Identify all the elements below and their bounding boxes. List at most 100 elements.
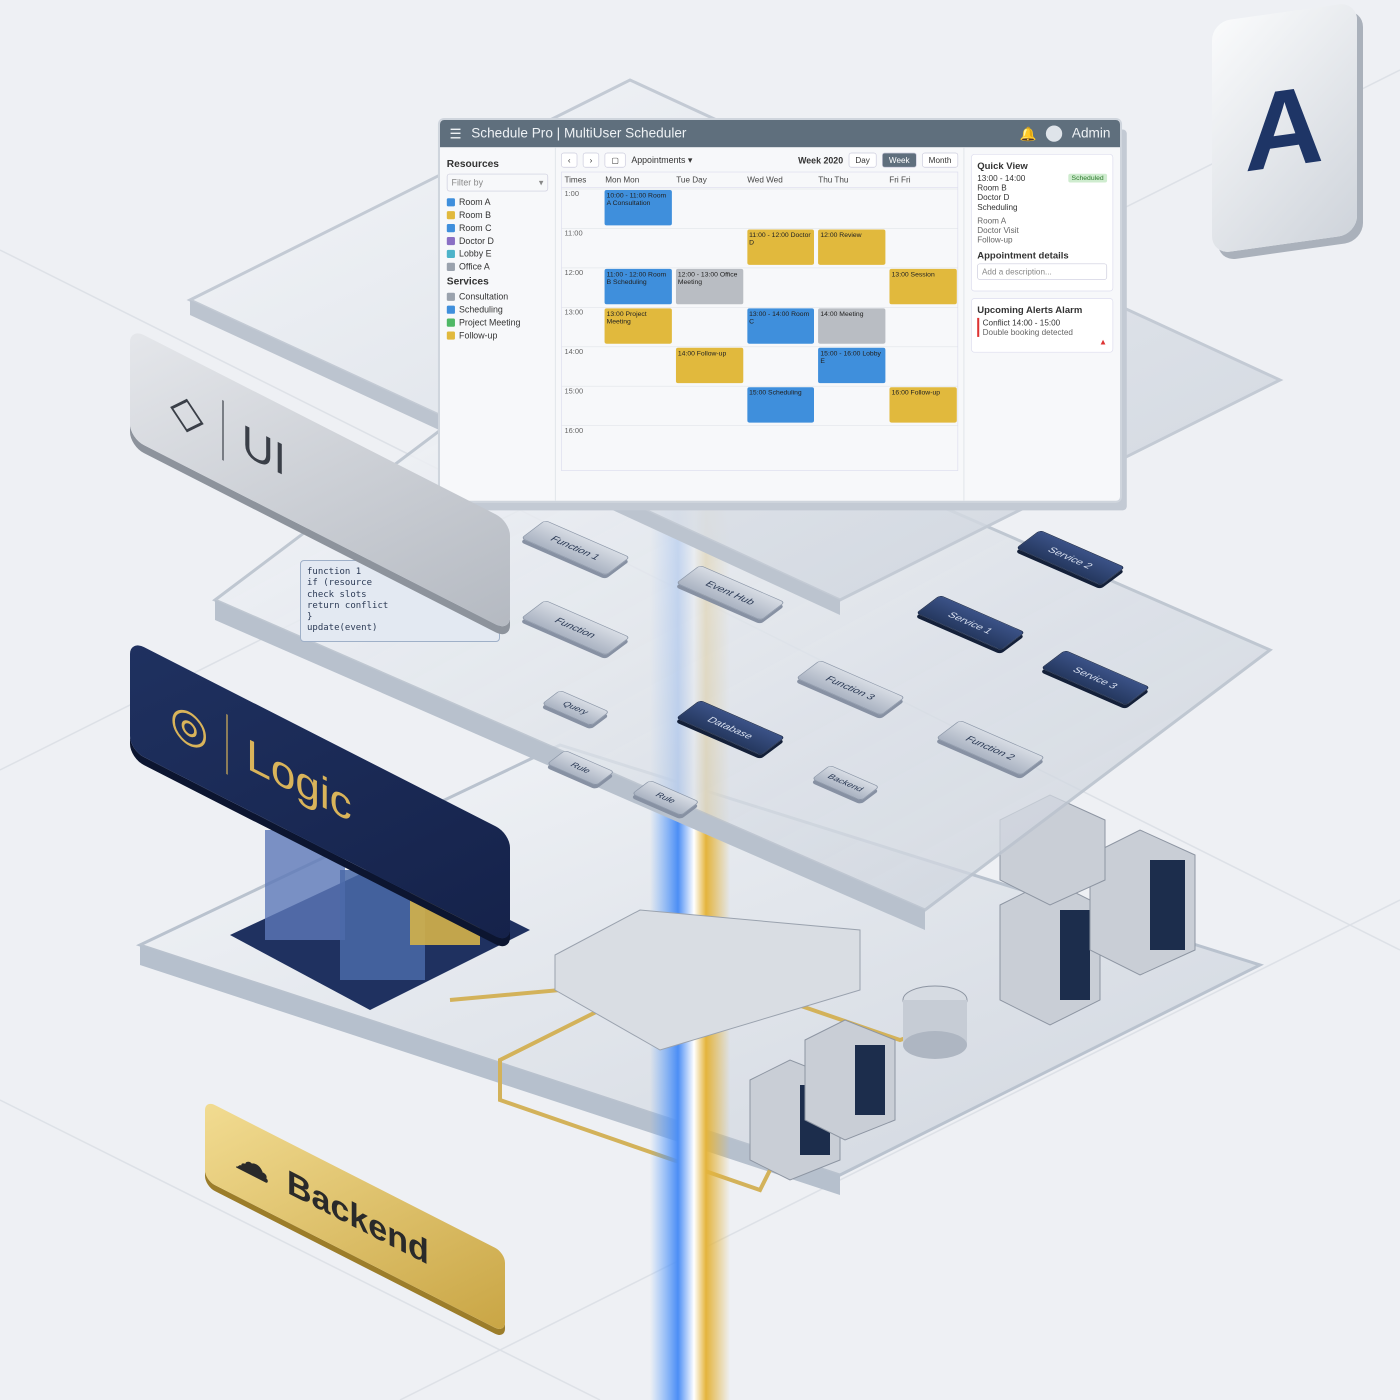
- code-line: check slots: [307, 589, 367, 600]
- avatar[interactable]: [1046, 125, 1063, 142]
- column-header: Thu Thu: [818, 175, 849, 185]
- calendar-event[interactable]: 13:00 Project Meeting: [604, 308, 672, 344]
- time-label: 15:00: [564, 387, 584, 396]
- calendar-event[interactable]: 10:00 - 11:00 Room A Consultation: [604, 190, 672, 226]
- app-header: ☰ Schedule Pro | MultiUser Scheduler 🔔 A…: [440, 120, 1120, 148]
- next-button[interactable]: ›: [582, 152, 600, 168]
- sidebar-item-resources[interactable]: Doctor D: [446, 235, 548, 246]
- server-rack-icon: [804, 1019, 896, 1141]
- calendar-event[interactable]: 15:00 - 16:00 Lobby E: [818, 347, 886, 384]
- calendar-event[interactable]: 16:00 Follow-up: [889, 387, 957, 423]
- layer-label-text: Logic: [246, 729, 352, 832]
- sidebar-item-resources[interactable]: Room C: [446, 222, 548, 233]
- view-week-button[interactable]: Week: [882, 152, 917, 168]
- sidebar-item-label: Room A: [459, 196, 491, 208]
- sidebar-item-resources[interactable]: Lobby E: [446, 249, 548, 259]
- switch-hub: [554, 909, 861, 1051]
- color-swatch: [446, 223, 455, 232]
- sidebar-item-services[interactable]: Project Meeting: [446, 317, 548, 328]
- menu-icon[interactable]: ☰: [449, 126, 462, 142]
- calendar-icon[interactable]: ▢: [604, 152, 626, 168]
- quick-view-line: 13:00 - 14:00: [977, 173, 1026, 184]
- color-swatch: [446, 262, 455, 271]
- time-label: 16:00: [564, 426, 584, 435]
- user-name[interactable]: Admin: [1071, 125, 1111, 141]
- quick-view-line: Scheduling: [977, 202, 1018, 212]
- servers: [554, 794, 1196, 1181]
- column-header: Tue Day: [676, 175, 707, 185]
- app-title: Schedule Pro | MultiUser Scheduler: [471, 125, 687, 141]
- sidebar-item-services[interactable]: Scheduling: [446, 304, 548, 315]
- prev-button[interactable]: ‹: [561, 152, 578, 168]
- alert-item[interactable]: Conflict 14:00 - 15:00 Double booking de…: [977, 317, 1107, 337]
- quick-view-card: Quick View Scheduled 13:00 - 14:00 Room …: [971, 154, 1114, 292]
- sidebar-item-label: Doctor D: [459, 235, 494, 246]
- layer-label-text: UI: [241, 414, 286, 487]
- color-swatch: [446, 197, 455, 207]
- sidebar-item-resources[interactable]: Room A: [446, 196, 548, 208]
- alerts-card: Upcoming Alerts Alarm Conflict 14:00 - 1…: [971, 298, 1114, 353]
- sidebar-item-services[interactable]: Consultation: [446, 291, 548, 302]
- grid-line: [561, 307, 958, 308]
- color-swatch: [446, 305, 455, 314]
- column-header: Wed Wed: [747, 175, 783, 185]
- quick-view-detail: Follow-up: [977, 234, 1013, 245]
- calendar-event[interactable]: 14:00 Follow-up: [675, 347, 744, 384]
- calendar-event[interactable]: 14:00 Meeting: [818, 308, 886, 344]
- calendar-event[interactable]: 13:00 Session: [889, 268, 957, 305]
- grid-line: [561, 346, 958, 348]
- code-line: return conflict: [307, 600, 389, 611]
- sidebar-item-label: Room C: [459, 222, 492, 233]
- bell-icon[interactable]: 🔔: [1019, 126, 1037, 142]
- time-label: 14:00: [564, 347, 584, 356]
- week-label: Week 2020: [798, 155, 844, 166]
- sidebar-item-resources[interactable]: Office A: [446, 261, 548, 272]
- color-swatch: [446, 318, 455, 327]
- code-line: update(event): [307, 623, 378, 634]
- time-label: 1:00: [564, 190, 580, 199]
- calendar-main: ‹ › ▢ Appointments ▾ Week 2020 Day Week …: [556, 147, 964, 501]
- code-line: }: [307, 612, 313, 622]
- view-month-button[interactable]: Month: [921, 152, 959, 168]
- grid-line: [561, 425, 958, 426]
- sidebar-item-label: Scheduling: [459, 304, 503, 315]
- color-swatch: [446, 292, 455, 301]
- column-header: Times: [564, 175, 587, 185]
- view-dropdown[interactable]: Appointments ▾: [631, 154, 693, 165]
- warning-icon: ▲: [1098, 336, 1108, 347]
- calendar-event[interactable]: 12:00 Review: [818, 229, 886, 265]
- server-rack-icon: [1089, 829, 1196, 976]
- view-day-button[interactable]: Day: [848, 152, 877, 168]
- appointment-details-input[interactable]: Add a description...: [977, 263, 1108, 280]
- sidebar-item-label: Consultation: [459, 291, 509, 302]
- toolbar: ‹ › ▢ Appointments ▾ Week 2020 Day Week …: [561, 152, 959, 168]
- calendar-event[interactable]: 13:00 - 14:00 Room C: [747, 308, 815, 344]
- quick-view-detail: Doctor Visit: [977, 225, 1019, 235]
- right-panel: Quick View Scheduled 13:00 - 14:00 Room …: [963, 147, 1120, 501]
- time-label: 11:00: [564, 229, 583, 238]
- quick-view-title: Quick View: [977, 160, 1028, 171]
- scheduler-app-window: ☰ Schedule Pro | MultiUser Scheduler 🔔 A…: [440, 120, 1120, 501]
- filter-dropdown[interactable]: Filter by▾: [446, 173, 549, 192]
- sidebar-item-services[interactable]: Follow-up: [446, 330, 548, 340]
- code-line: function 1: [307, 567, 362, 577]
- calendar-event[interactable]: 15:00 Scheduling: [747, 387, 815, 423]
- quick-view-line: Doctor D: [977, 192, 1010, 203]
- sidebar-item-label: Office A: [459, 261, 490, 272]
- sidebar-item-label: Room B: [459, 209, 491, 220]
- chevron-down-icon: ▾: [538, 177, 544, 188]
- resources-title: Resources: [446, 158, 499, 170]
- grid-line: [561, 267, 958, 269]
- sidebar-item-label: Project Meeting: [459, 317, 521, 328]
- sidebar-item-resources[interactable]: Room B: [446, 209, 548, 220]
- time-label: 12:00: [564, 268, 584, 278]
- calendar-event[interactable]: 12:00 - 13:00 Office Meeting: [675, 268, 744, 305]
- calendar-event[interactable]: 11:00 - 12:00 Doctor D: [747, 229, 815, 265]
- color-swatch: [446, 249, 455, 258]
- code-line: if (resource: [307, 578, 373, 589]
- status-badge: Scheduled: [1068, 173, 1108, 183]
- calendar-event[interactable]: 11:00 - 12:00 Room B Scheduling: [604, 268, 672, 305]
- color-swatch: [446, 236, 455, 245]
